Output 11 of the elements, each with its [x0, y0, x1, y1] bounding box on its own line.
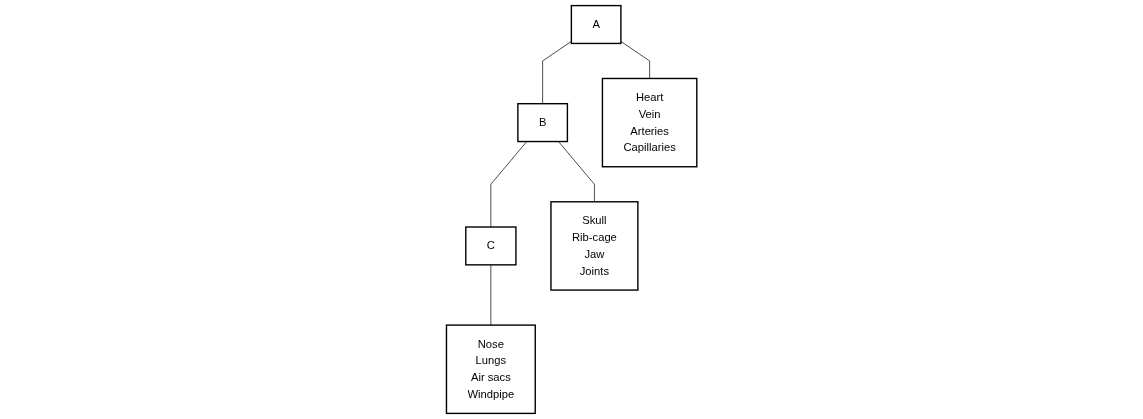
- node-box: Heart Vein Arteries Capillaries: [601, 77, 698, 168]
- connector: [490, 141, 527, 228]
- node-box: A: [570, 4, 622, 45]
- node-box: C: [464, 226, 517, 266]
- connector: [542, 41, 572, 105]
- node-box: B: [517, 103, 568, 143]
- connector: [558, 141, 595, 203]
- node-box: Skull Rib-cage Jaw Joints: [550, 201, 639, 291]
- connector: [490, 264, 492, 326]
- connector: [620, 41, 650, 79]
- node-box: Nose Lungs Air sacs Windpipe: [445, 324, 536, 415]
